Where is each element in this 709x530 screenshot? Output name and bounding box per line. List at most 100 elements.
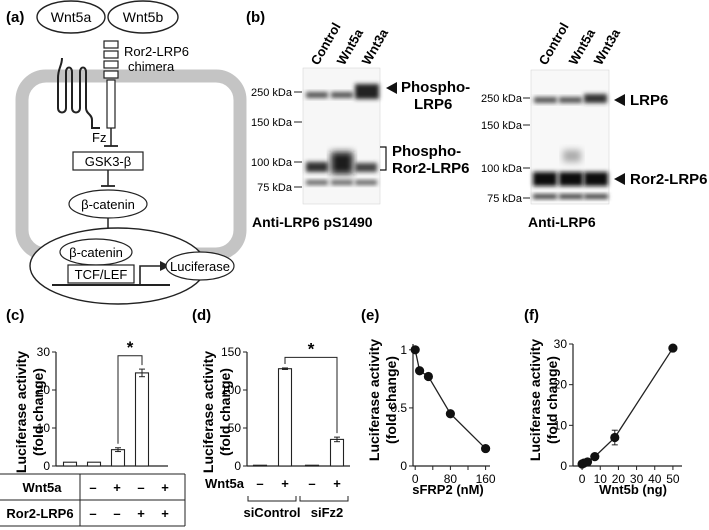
right-mw-150: 150 kDa	[481, 120, 523, 132]
panel-d-ylabel-2: (fold change)	[217, 368, 233, 456]
bar	[110, 449, 126, 467]
panel-e-ylabel-2: (fold change)	[383, 356, 399, 444]
row-cell: +	[281, 476, 289, 491]
right-mw-markers: 250 kDa 150 kDa 100 kDa 75 kDa	[481, 93, 530, 205]
series-line	[414, 349, 487, 450]
data-point	[582, 457, 593, 467]
phospho-ror2-label-2: Ror2-LRP6	[392, 160, 470, 177]
data-point	[668, 343, 678, 353]
left-lane-labels: Control Wnt5a Wnt3a	[308, 20, 392, 68]
x-tick-label: 10	[594, 472, 608, 486]
table-cell: –	[137, 480, 144, 495]
ror2-lrp6-label: Ror2-LRP6	[630, 171, 708, 188]
x-tick-label: 0	[579, 472, 586, 486]
tcf-lef-box	[67, 264, 135, 284]
left-mw-100: 100 kDa	[251, 157, 293, 169]
table-cell: –	[89, 480, 96, 495]
left-mw-250: 250 kDa	[251, 87, 293, 99]
panel-d-ylabel-1: Luciferase activity	[200, 351, 216, 473]
phospho-lrp6-arrow	[386, 82, 397, 94]
data-point	[415, 366, 425, 376]
table-cell: –	[89, 506, 96, 521]
luciferase-label: Luciferase	[170, 259, 230, 274]
panel-f-ylabel-1: Luciferase activity	[527, 339, 543, 461]
bar	[329, 438, 345, 467]
panel-c-ylabel-2: (fold change)	[30, 368, 46, 456]
bar	[252, 464, 268, 467]
y-tick-label: 0	[234, 459, 241, 473]
y-tick-label: 30	[554, 337, 568, 351]
right-mw-100: 100 kDa	[481, 163, 523, 175]
significance-star: *	[308, 339, 315, 358]
panel-c: (c) Luciferase activity (fold change) 0 1…	[0, 307, 186, 527]
y-tick-label: 0	[400, 459, 407, 473]
data-point	[410, 345, 420, 355]
tcf-lef-label: TCF/LEF	[75, 267, 128, 282]
panel-c-label: (c)	[6, 307, 24, 324]
panel-f-xlabel: Wnt5b (ng)	[599, 482, 667, 497]
right-mw-250: 250 kDa	[481, 93, 523, 105]
x-tick-label: 50	[666, 472, 680, 486]
left-mw-150: 150 kDa	[251, 117, 293, 129]
panel-e: (e) Luciferase activity (fold change) 00…	[361, 307, 496, 497]
significance-bracket	[117, 355, 143, 444]
phospho-lrp6-label-2: LRP6	[414, 96, 452, 113]
wnt5a-ligand-label: Wnt5a	[51, 9, 92, 25]
significance-bracket	[284, 356, 338, 434]
left-mw-markers: 250 kDa 150 kDa 100 kDa 75 kDa	[251, 87, 302, 194]
y-tick-label: 10	[554, 418, 568, 432]
y-tick-label: 50	[228, 421, 242, 435]
ror2-lrp6-arrow	[614, 173, 625, 185]
luciferase-oval	[165, 251, 235, 281]
phospho-ror2-bracket	[380, 146, 387, 171]
table-cell: +	[113, 480, 121, 495]
y-tick-label: 0	[43, 459, 50, 473]
y-tick-label: 20	[37, 383, 51, 397]
ror2-lrp6-chimera	[103, 40, 119, 147]
table-cell: –	[113, 506, 120, 521]
panel-f-label: (f)	[524, 307, 539, 324]
x-tick-label: 30	[630, 472, 644, 486]
beta-catenin-nuclear-label: β-catenin	[69, 245, 123, 260]
panel-f: (f) Luciferase activity (fold change) 01…	[524, 307, 682, 497]
lrp6-arrow	[614, 94, 625, 106]
bar	[277, 368, 293, 467]
lrp6-label: LRP6	[630, 92, 668, 109]
data-point	[445, 409, 455, 419]
left-lane-wnt3a: Wnt3a	[359, 26, 392, 68]
right-mw-75: 75 kDa	[487, 193, 523, 205]
panel-b: (b) Control Wnt5a Wnt3a 250 kDa 150 kDa …	[246, 9, 708, 230]
x-tick-label: 20	[612, 472, 626, 486]
left-blot-caption: Anti-LRP6 pS1490	[252, 214, 373, 230]
y-tick-label: 30	[37, 345, 51, 359]
wnt5b-ligand	[107, 0, 179, 34]
y-tick-label: 0.5	[390, 401, 407, 415]
panel-c-ylabel-1: Luciferase activity	[13, 351, 29, 473]
y-tick-label: 10	[37, 421, 51, 435]
left-mw-75: 75 kDa	[257, 182, 293, 194]
gsk3-label: GSK3-β	[85, 154, 132, 169]
panel-e-label: (e)	[361, 307, 379, 324]
panel-d-label: (d)	[192, 307, 211, 324]
panel-f-plot: 0 10 20 30 0 10 20 30 40 50	[554, 337, 682, 486]
panel-d-group-sifz2: siFz2	[311, 505, 344, 520]
x-tick-label: 40	[648, 472, 662, 486]
y-tick-label: 20	[554, 378, 568, 392]
table-cell: +	[161, 506, 169, 521]
panel-a-label: (a)	[6, 9, 24, 26]
series-line	[581, 347, 674, 465]
panel-d-group-brackets	[247, 496, 349, 502]
data-point	[423, 371, 433, 382]
row-cell: –	[308, 476, 315, 491]
panel-d: (d) Luciferase activity (fold change) 0 5…	[192, 307, 350, 520]
phospho-ror2-label-1: Phospho-	[392, 143, 461, 160]
right-blot-bands	[533, 94, 608, 199]
panel-b-label: (b)	[246, 9, 265, 26]
fz-label: Fz	[92, 130, 106, 145]
y-tick-label: 0	[560, 459, 567, 473]
row-cell: –	[256, 476, 263, 491]
row-cell: +	[333, 476, 341, 491]
